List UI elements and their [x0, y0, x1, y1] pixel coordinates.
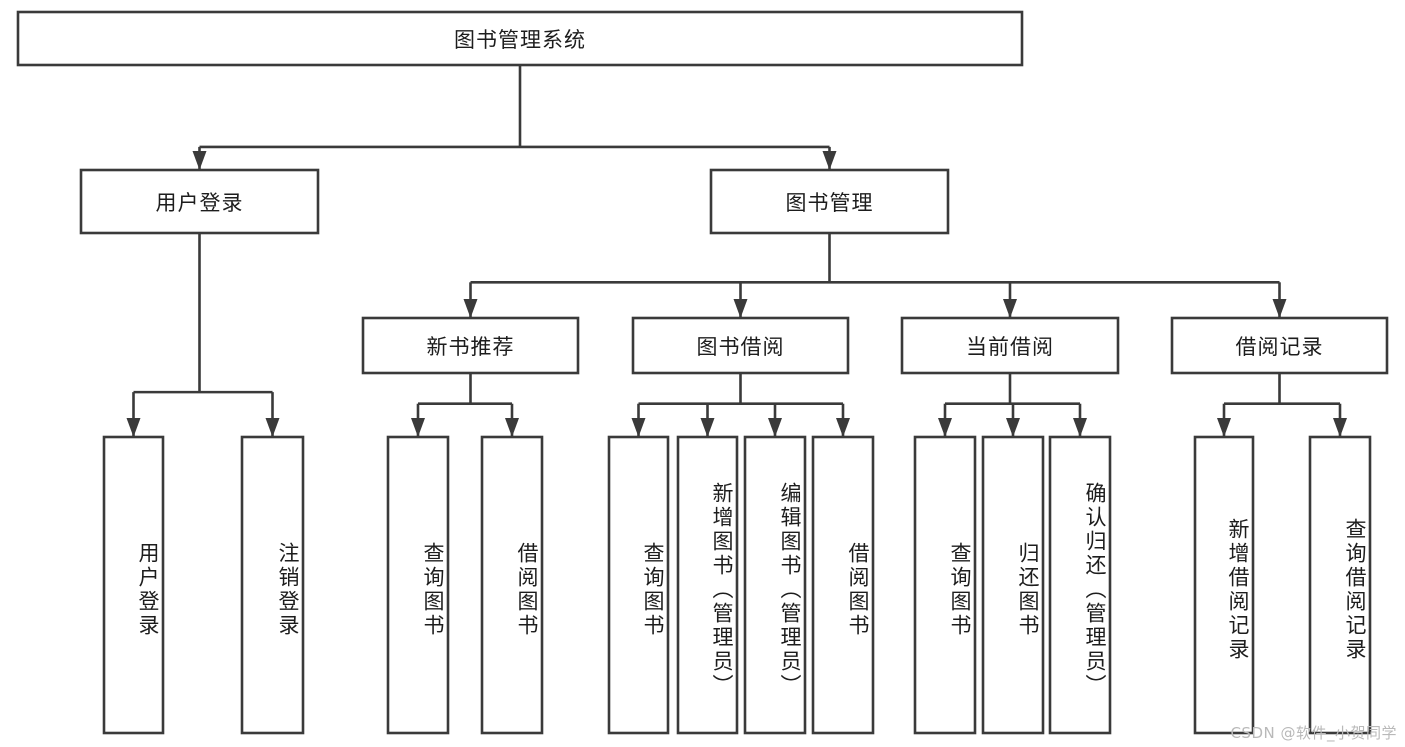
node-box-layer — [16, 10, 1389, 735]
node-box-book-manage — [709, 168, 950, 235]
node-box-current-borrow — [900, 316, 1120, 375]
node-box-leaf-query-book-1 — [386, 435, 450, 735]
node-box-leaf-return-book — [981, 435, 1045, 735]
connector-arrowhead — [768, 418, 782, 437]
node-box-leaf-query-book-3 — [913, 435, 977, 735]
connector-arrowhead — [126, 418, 141, 437]
node-box-leaf-borrow-book-2 — [811, 435, 875, 735]
connector-arrowhead — [1333, 418, 1347, 437]
connector-arrowhead — [631, 418, 646, 437]
connector-arrowhead — [1073, 418, 1087, 437]
node-box-borrow-record — [1170, 316, 1389, 375]
node-box-book-borrow — [631, 316, 850, 375]
connector-arrowhead — [1272, 299, 1287, 318]
connector-arrowhead — [463, 299, 478, 318]
node-box-leaf-query-record — [1308, 435, 1372, 735]
node-box-leaf-user-login — [102, 435, 165, 735]
connector-arrowhead — [192, 151, 207, 170]
node-box-leaf-query-book-2 — [607, 435, 670, 735]
node-box-user-login — [79, 168, 320, 235]
connector-arrowhead — [836, 418, 850, 437]
connector-arrowhead — [1006, 418, 1020, 437]
node-box-leaf-add-record — [1193, 435, 1255, 735]
connector-arrowhead — [700, 418, 715, 437]
connector-arrowhead — [505, 418, 519, 437]
connector-arrowhead — [733, 299, 748, 318]
connector-arrowhead — [938, 418, 952, 437]
node-box-leaf-confirm-return — [1048, 435, 1112, 735]
connector-arrowhead — [822, 151, 837, 170]
connector-arrowhead — [265, 418, 280, 437]
node-box-leaf-borrow-book-1 — [480, 435, 544, 735]
node-box-new-book-recommend — [361, 316, 580, 375]
node-box-leaf-edit-book — [743, 435, 807, 735]
connector-arrowhead — [1217, 418, 1231, 437]
connector-arrowhead — [1003, 299, 1017, 318]
connector-layer — [126, 65, 1347, 437]
node-box-root — [16, 10, 1024, 67]
node-box-leaf-logout — [240, 435, 305, 735]
node-box-leaf-add-book — [676, 435, 739, 735]
connector-arrowhead — [411, 418, 425, 437]
